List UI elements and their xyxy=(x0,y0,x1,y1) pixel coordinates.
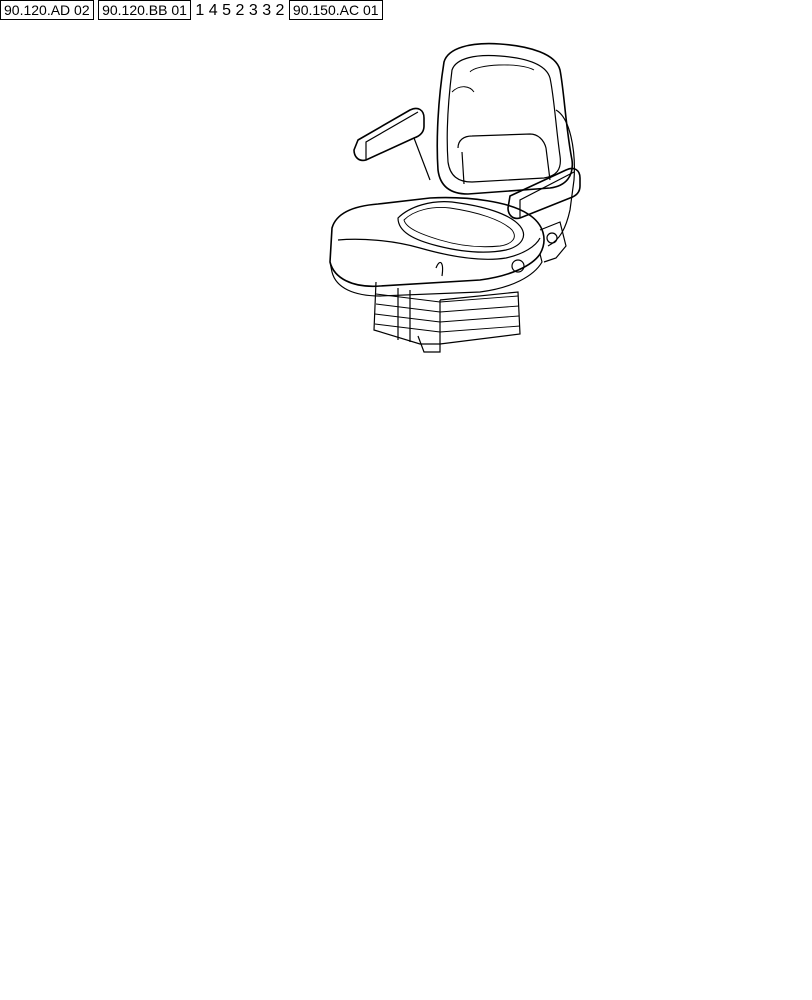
callout-bolt-right: 2 xyxy=(235,2,245,19)
ref-seat-bb[interactable]: 90.120.BB 01 xyxy=(98,0,191,20)
operator-seat[interactable] xyxy=(329,42,581,353)
callout-plate: 4 xyxy=(208,2,218,19)
axis-right: 4 5 2 3 3 2 xyxy=(208,0,383,20)
callout-bolt-left: 2 xyxy=(275,2,285,19)
callout-washer-right: 3 xyxy=(248,2,258,19)
ref-seat-ad[interactable]: 90.120.AD 02 xyxy=(0,0,94,20)
ref-frame[interactable]: 90.150.AC 01 xyxy=(288,0,383,20)
axis-left: 4 5 2 3 3 2 xyxy=(208,0,383,20)
callout-seat: 1 xyxy=(195,2,205,19)
callout-cap: 5 xyxy=(222,2,232,19)
callout-washer-left: 3 xyxy=(262,2,272,19)
